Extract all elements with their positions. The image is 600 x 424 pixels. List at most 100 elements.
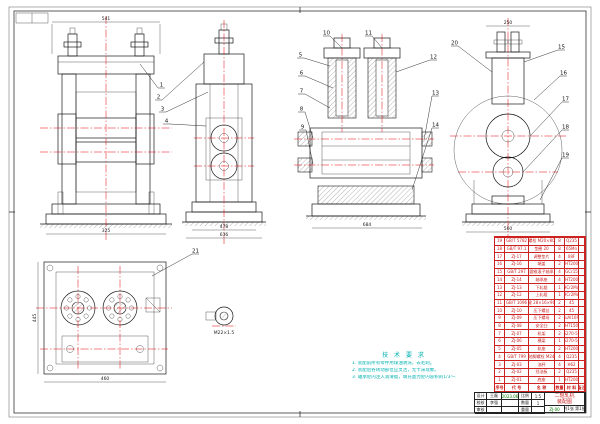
part-number: 4 — [165, 119, 169, 125]
sheet-border — [8, 6, 592, 418]
bom-cell: 横梁 — [529, 337, 555, 345]
part-number: 18 — [562, 125, 569, 131]
bom-cell: 18 — [495, 244, 505, 253]
bom-cell: Q235 — [565, 352, 579, 361]
bom-cell: ZJ-17 — [505, 252, 529, 261]
bearing-chock — [57, 113, 77, 165]
callout-leader — [423, 95, 433, 141]
checker-label: 校核 — [475, 400, 487, 407]
view-front-elevation — [40, 16, 172, 240]
bom-cell: 11 — [495, 298, 505, 307]
bom-cell — [579, 352, 585, 361]
part-number: 7 — [300, 89, 304, 95]
part-number: 5 — [299, 53, 303, 59]
bom-cell: 5 — [495, 344, 505, 353]
bom-cell: ZG270-500 — [565, 329, 579, 338]
bom-cell — [579, 344, 585, 353]
bom-cell: HT200 — [565, 344, 579, 353]
bom-cell: HT200 — [565, 375, 579, 384]
bom-cell: 4 — [555, 360, 565, 368]
bom-cell: 垫圈 20 — [529, 244, 555, 253]
bom-cell — [579, 252, 585, 261]
bom-header-cell: 材 料 — [565, 383, 579, 391]
bom-cell: 16 — [495, 260, 505, 268]
plan-outline — [43, 261, 167, 375]
bom-cell: 键 28×16×90 — [529, 298, 555, 307]
bom-cell — [579, 360, 585, 368]
roll-chamber — [309, 127, 423, 179]
callout-leader — [411, 127, 433, 191]
part-number: 21 — [192, 249, 199, 255]
bom-cell: 45 — [565, 298, 579, 307]
part-number: 2 — [157, 95, 161, 101]
part-number: 17 — [562, 97, 569, 103]
audit-date — [502, 407, 519, 414]
bom-cell: 2 — [555, 298, 565, 307]
bom-cell: GB/T 5782 — [505, 237, 529, 245]
bom-cell: GB/T 97.1 — [505, 244, 529, 253]
part-number: 9 — [301, 125, 305, 131]
pressure-screw — [67, 33, 78, 57]
dimension-label: 541 — [102, 16, 111, 22]
bom-cell: ZJ-12 — [505, 290, 529, 299]
bom-cell: 2 — [555, 321, 565, 330]
callout-leader — [457, 45, 493, 73]
callout-leader — [305, 129, 314, 165]
bom-cell: ZJ-05 — [505, 344, 529, 353]
part-number: 11 — [365, 31, 372, 37]
bom-cell: ZJ-10 — [505, 306, 529, 314]
anchor-bolt — [148, 191, 155, 215]
bom-cell: HT200 — [565, 275, 579, 284]
bom-cell — [579, 337, 585, 345]
bom-cell — [579, 237, 585, 245]
part-number: 3 — [161, 107, 165, 113]
bom-cell: 10 — [495, 306, 505, 314]
bom-cell: 2 — [555, 344, 565, 353]
bom-cell: 螺栓 M20×80 — [529, 237, 555, 245]
bom-cell: 15 — [495, 267, 505, 276]
callout-leader — [304, 93, 331, 109]
bom-cell: 9Cr2Mo — [565, 283, 579, 291]
part-number: 14 — [432, 123, 439, 129]
bom-cell: ZJ-01 — [505, 375, 529, 384]
technical-notes: 技 术 要 求 1. 装配前所有零件用煤油清洗，去毛刺。2. 装配后各转动部位应… — [352, 350, 456, 381]
scale-label: 比例 — [519, 393, 532, 400]
bom-cell: ZJ-13 — [505, 283, 529, 291]
bom-cell: H62 — [565, 360, 579, 368]
view-end-circle — [450, 18, 566, 240]
bom-cell: 轨座 — [529, 344, 555, 353]
bom-cell: 机架 — [529, 329, 555, 338]
anchor-bolt — [57, 191, 64, 215]
bom-cell: GB/T 1096 — [505, 298, 529, 307]
bom-cell: 1 — [495, 375, 505, 384]
bom-cell: 1 — [555, 337, 565, 345]
check-date — [502, 400, 519, 407]
view-side-elevation — [182, 20, 266, 246]
note-line: 2. 装配后各转动部位应灵活，无卡滞现象。 — [352, 367, 439, 373]
bom-cell: 调整垫片 — [529, 252, 555, 261]
bom-header-cell: 代 号 — [505, 383, 529, 391]
bom-cell: 13 — [495, 283, 505, 291]
qty-label: 数量 — [519, 400, 532, 407]
housing-column — [61, 73, 77, 205]
bom-cell: 下轧辊 — [529, 283, 555, 291]
bom-cell: 12 — [495, 290, 505, 299]
bom-header-cell: 数量 — [555, 383, 565, 391]
bom-cell: 底座 — [529, 375, 555, 384]
bom-cell — [579, 306, 585, 314]
bom-cell: 挡油板 — [529, 367, 555, 376]
bom-header-cell: 名 称 — [529, 383, 555, 391]
bom-cell: GB/T 297 — [505, 267, 529, 276]
bom-cell: Q235 — [565, 367, 579, 376]
bom-cell: 上轧辊 — [529, 290, 555, 299]
bom-cell: 2 — [555, 313, 565, 322]
bom-cell — [579, 283, 585, 291]
bom-cell: 7 — [495, 329, 505, 338]
callout-leader — [329, 35, 343, 49]
bom-cell: 14 — [495, 275, 505, 284]
dimension-label: 460 — [101, 376, 110, 382]
bom-cell: 8 — [555, 244, 565, 253]
bom-cell: 2 — [495, 367, 505, 376]
callout-leader — [522, 129, 563, 173]
